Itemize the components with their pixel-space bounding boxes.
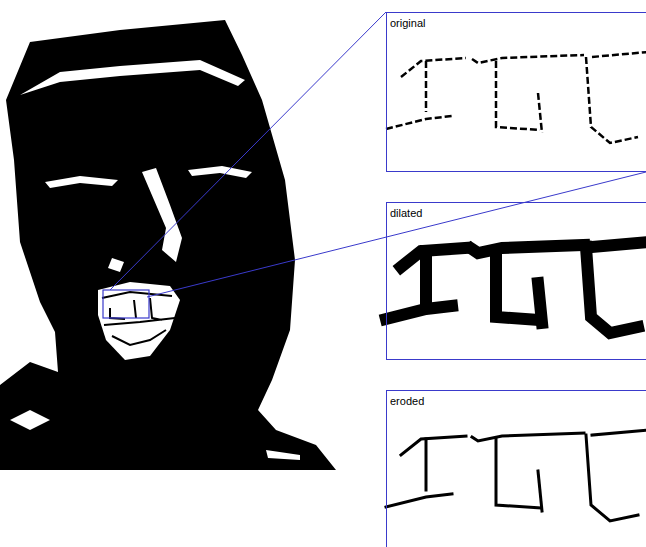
mouth-region [98,282,180,360]
edge-stroke [401,248,466,267]
edge-stroke [592,430,646,435]
zoom-line [110,12,386,290]
edge-stroke [538,93,542,133]
edge-stroke [472,55,584,63]
edge-stroke [538,283,542,323]
zoom-line [147,172,646,297]
nose-highlight [142,168,182,262]
edge-stroke [386,306,452,319]
edge-stroke [586,435,638,521]
edge-stroke [386,116,452,129]
edge-stroke [425,61,428,112]
morphology-strokes [386,52,646,143]
panel-label: original [387,16,428,31]
morphology-strokes [386,242,646,333]
edge-stroke [472,245,584,253]
chin-highlight [10,410,50,430]
edge-stroke [420,251,432,302]
forehead-gap [20,60,245,95]
edge-stroke [496,61,540,130]
image-panel: dilated [386,202,646,360]
morphology-strokes [386,430,646,521]
panel-label: eroded [387,394,427,409]
edge-stroke [472,433,584,441]
face-image [0,20,336,470]
edge-stroke [496,439,540,508]
edge-stroke [592,52,646,57]
edge-stroke [401,436,466,455]
face-silhouette [0,20,336,470]
left-eye-highlight [45,176,118,188]
edge-stroke [386,494,452,507]
edge-stroke [401,58,466,77]
image-panel: original [386,12,646,172]
shoulder-highlight [266,450,300,460]
panel-label: dilated [387,206,425,221]
panel-contents [386,52,646,521]
right-eye-highlight [188,166,252,178]
edge-stroke [425,439,428,490]
nose-shadow [108,258,124,272]
edge-stroke [538,471,542,511]
zoom-box [103,290,149,318]
edge-stroke [586,57,638,143]
edge-stroke [592,242,646,247]
image-panel: eroded [386,390,646,547]
edge-stroke [586,247,638,333]
